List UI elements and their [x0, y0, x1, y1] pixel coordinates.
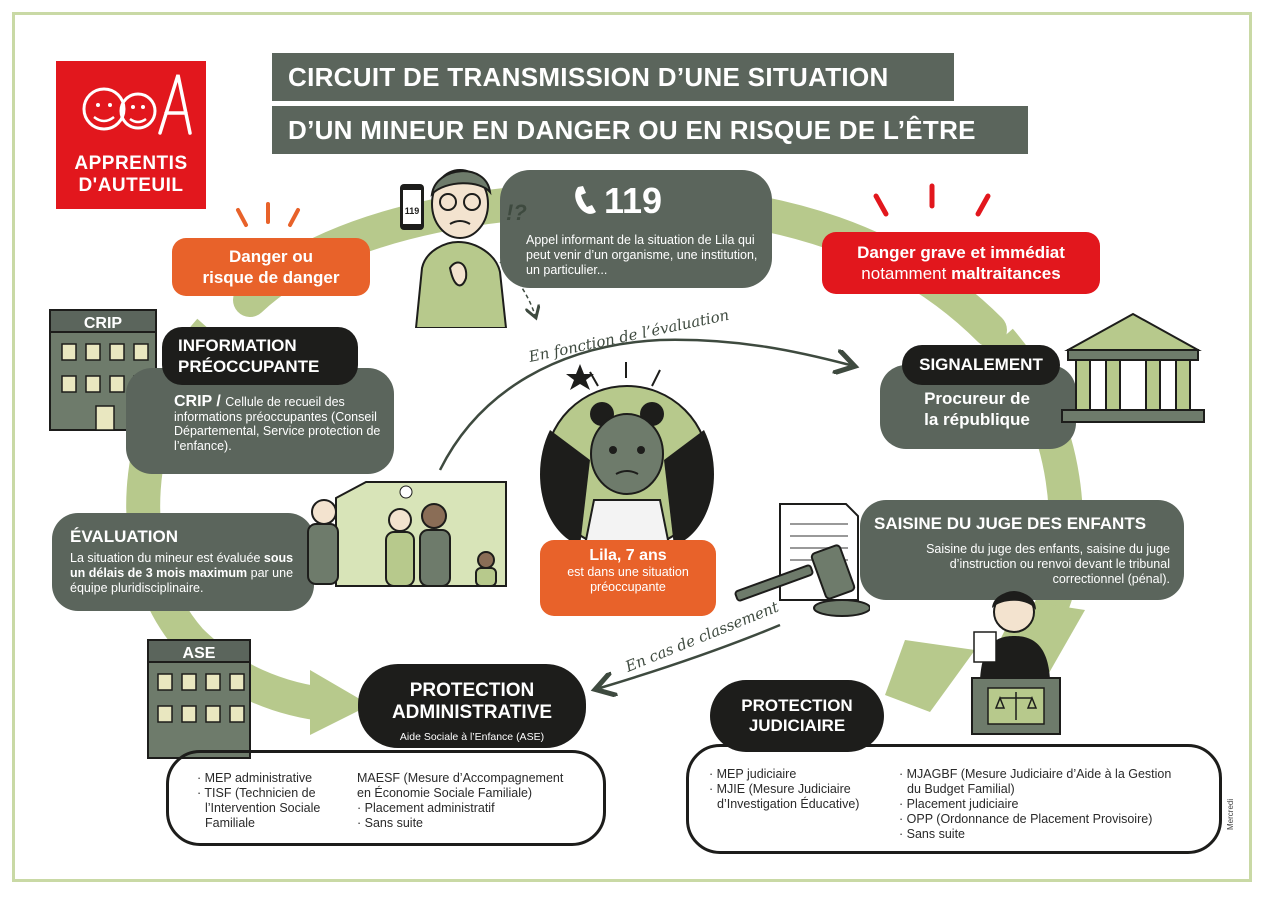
protection-judiciaire-title: PROTECTION JUDICIAIRE — [710, 680, 884, 752]
evaluation-title: ÉVALUATION — [70, 527, 178, 546]
evaluation-arrow — [438, 338, 850, 471]
procureur-line-2: la république — [924, 410, 1030, 429]
crip-acronym: CRIP — [174, 393, 212, 410]
children-faces-icon — [82, 74, 192, 135]
classement-arrow — [600, 623, 781, 688]
danger-grave-line-1: Danger grave et immédiat — [857, 243, 1065, 262]
courthouse-icon — [1061, 312, 1205, 423]
pa-item: l’Intervention Sociale — [205, 801, 321, 815]
saisine-box — [860, 500, 1184, 600]
lila-line-2: préoccupante — [590, 580, 666, 594]
danger-risk-label: Danger ou risque de danger — [172, 238, 370, 296]
lila-illustration — [540, 362, 714, 550]
saisine-text: Saisine du juge des enfants, saisine du … — [926, 542, 1170, 586]
crip-title-line-2: PRÉOCCUPANTE — [178, 357, 320, 376]
information-preoccupante-title: INFORMATION PRÉOCCUPANTE — [162, 327, 358, 385]
protection-administrative-list: · MEP administrative · TISF (Technicien … — [166, 750, 606, 846]
ring-arrowhead-left — [310, 670, 370, 735]
gavel-document-icon — [734, 503, 870, 617]
pa-item: · MEP administrative — [197, 771, 313, 785]
procureur-line-1: Procureur de — [924, 389, 1030, 408]
pj-item: · Sans suite — [899, 827, 966, 841]
apprentis-auteuil-logo: APPRENTIS D'AUTEUIL — [56, 61, 206, 209]
judge-illustration — [971, 591, 1061, 735]
crip-info-box — [126, 368, 394, 474]
evaluation-text-bold: sous un délais de 3 mois maximum — [70, 551, 294, 580]
pa-item: MAESF (Mesure d’Accompagnement — [357, 771, 564, 785]
pj-item: · MJAGBF (Mesure Judiciaire d’Aide à la … — [899, 767, 1172, 781]
crip-separator: / — [211, 393, 226, 410]
pa-subtitle: Aide Sociale à l’Enfance (ASE) — [399, 731, 545, 743]
crip-text: Cellule de recueil des informations préo… — [174, 395, 381, 453]
crip-building-label: CRIP — [84, 315, 123, 332]
pj-title-line-1: PROTECTION — [741, 696, 853, 715]
evaluation-box — [52, 513, 314, 611]
title-line-1: CIRCUIT DE TRANSMISSION D’UNE SITUATION — [272, 53, 954, 101]
pj-title-line-2: JUDICIAIRE — [748, 716, 846, 735]
evaluation-scene-illustration — [307, 481, 507, 587]
pa-item: · Sans suite — [357, 816, 424, 830]
pa-column-2: MAESF (Mesure d’Accompagnement en Économ… — [357, 771, 597, 831]
pa-column-1: · MEP administrative · TISF (Technicien … — [197, 771, 357, 831]
signalement-title: SIGNALEMENT — [902, 345, 1060, 385]
pa-title-line-1: PROTECTION — [409, 680, 535, 701]
call-119-bubble — [500, 170, 772, 288]
evaluation-text: La situation du mineur est évaluée sous … — [70, 551, 310, 596]
evaluation-text-before: La situation du mineur est évaluée — [70, 551, 264, 565]
lila-label: Lila, 7 ans est dans une situation préoc… — [540, 540, 716, 616]
danger-grave-label: Danger grave et immédiat notamment maltr… — [822, 232, 1100, 294]
phone-icon — [575, 186, 596, 214]
danger-risk-line-2: risque de danger — [202, 268, 340, 287]
pj-column-1: · MEP judiciaire · MJIE (Mesure Judiciai… — [709, 767, 899, 812]
ase-building-label: ASE — [183, 645, 216, 662]
title-line-2: D’UN MINEUR EN DANGER OU EN RISQUE DE L’… — [272, 106, 1028, 154]
pj-item: · OPP (Ordonnance de Placement Provisoir… — [899, 812, 1153, 826]
alert-marks-orange — [236, 202, 300, 227]
call-text: Appel informant de la situation de Lila … — [526, 233, 758, 277]
call-number: 119 — [604, 180, 663, 221]
logo-line-2: D'AUTEUIL — [78, 175, 184, 196]
logo-wordmark: APPRENTIS D'AUTEUIL — [56, 153, 206, 197]
evaluation-text-after: par une équipe pluridisciplinaire. — [70, 566, 294, 595]
danger-risk-line-1: Danger ou — [228, 247, 314, 266]
caller-illustration: 119 — [400, 169, 508, 328]
pj-column-2: · MJAGBF (Mesure Judiciaire d’Aide à la … — [899, 767, 1199, 842]
pj-item: · Placement judiciaire — [899, 797, 1019, 811]
protection-judiciaire-list: · MEP judiciaire · MJIE (Mesure Judiciai… — [686, 744, 1222, 854]
crip-title-line-1: INFORMATION — [178, 336, 297, 355]
exclamation-mark: !? — [506, 200, 527, 225]
page-frame — [12, 12, 1252, 882]
procureur-text: Procureur de la république — [882, 388, 1072, 430]
pj-item: · MEP judiciaire — [709, 767, 797, 781]
pa-item: · TISF (Technicien de — [197, 786, 316, 800]
lila-line-1: est dans une situation — [567, 565, 689, 579]
pa-item: · Placement administratif — [357, 801, 495, 815]
saisine-title: SAISINE DU JUGE DES ENFANTS — [874, 514, 1147, 533]
crip-description: CRIP / Cellule de recueil des informatio… — [174, 393, 389, 453]
phone-screen-text: 119 — [405, 206, 420, 216]
alert-marks-red — [873, 183, 991, 217]
pj-item: du Budget Familial) — [907, 782, 1015, 796]
danger-grave-bold: maltraitances — [951, 264, 1061, 283]
pa-item: Familiale — [205, 816, 256, 830]
pa-title-line-2: ADMINISTRATIVE — [391, 702, 553, 723]
ase-building-illustration: ASE — [147, 639, 251, 759]
lila-name: Lila, 7 ans — [589, 547, 667, 564]
pj-item: d’Investigation Éducative) — [717, 797, 860, 811]
pj-item: · MJIE (Mesure Judiciaire — [709, 782, 851, 796]
protection-administrative-title: PROTECTION ADMINISTRATIVE Aide Sociale à… — [358, 664, 586, 748]
logo-line-1: APPRENTIS — [74, 153, 188, 174]
pa-item: en Économie Sociale Familiale) — [357, 786, 533, 800]
illustrator-signature: Mercredi — [1226, 798, 1235, 830]
danger-grave-prefix: notamment — [861, 264, 952, 283]
